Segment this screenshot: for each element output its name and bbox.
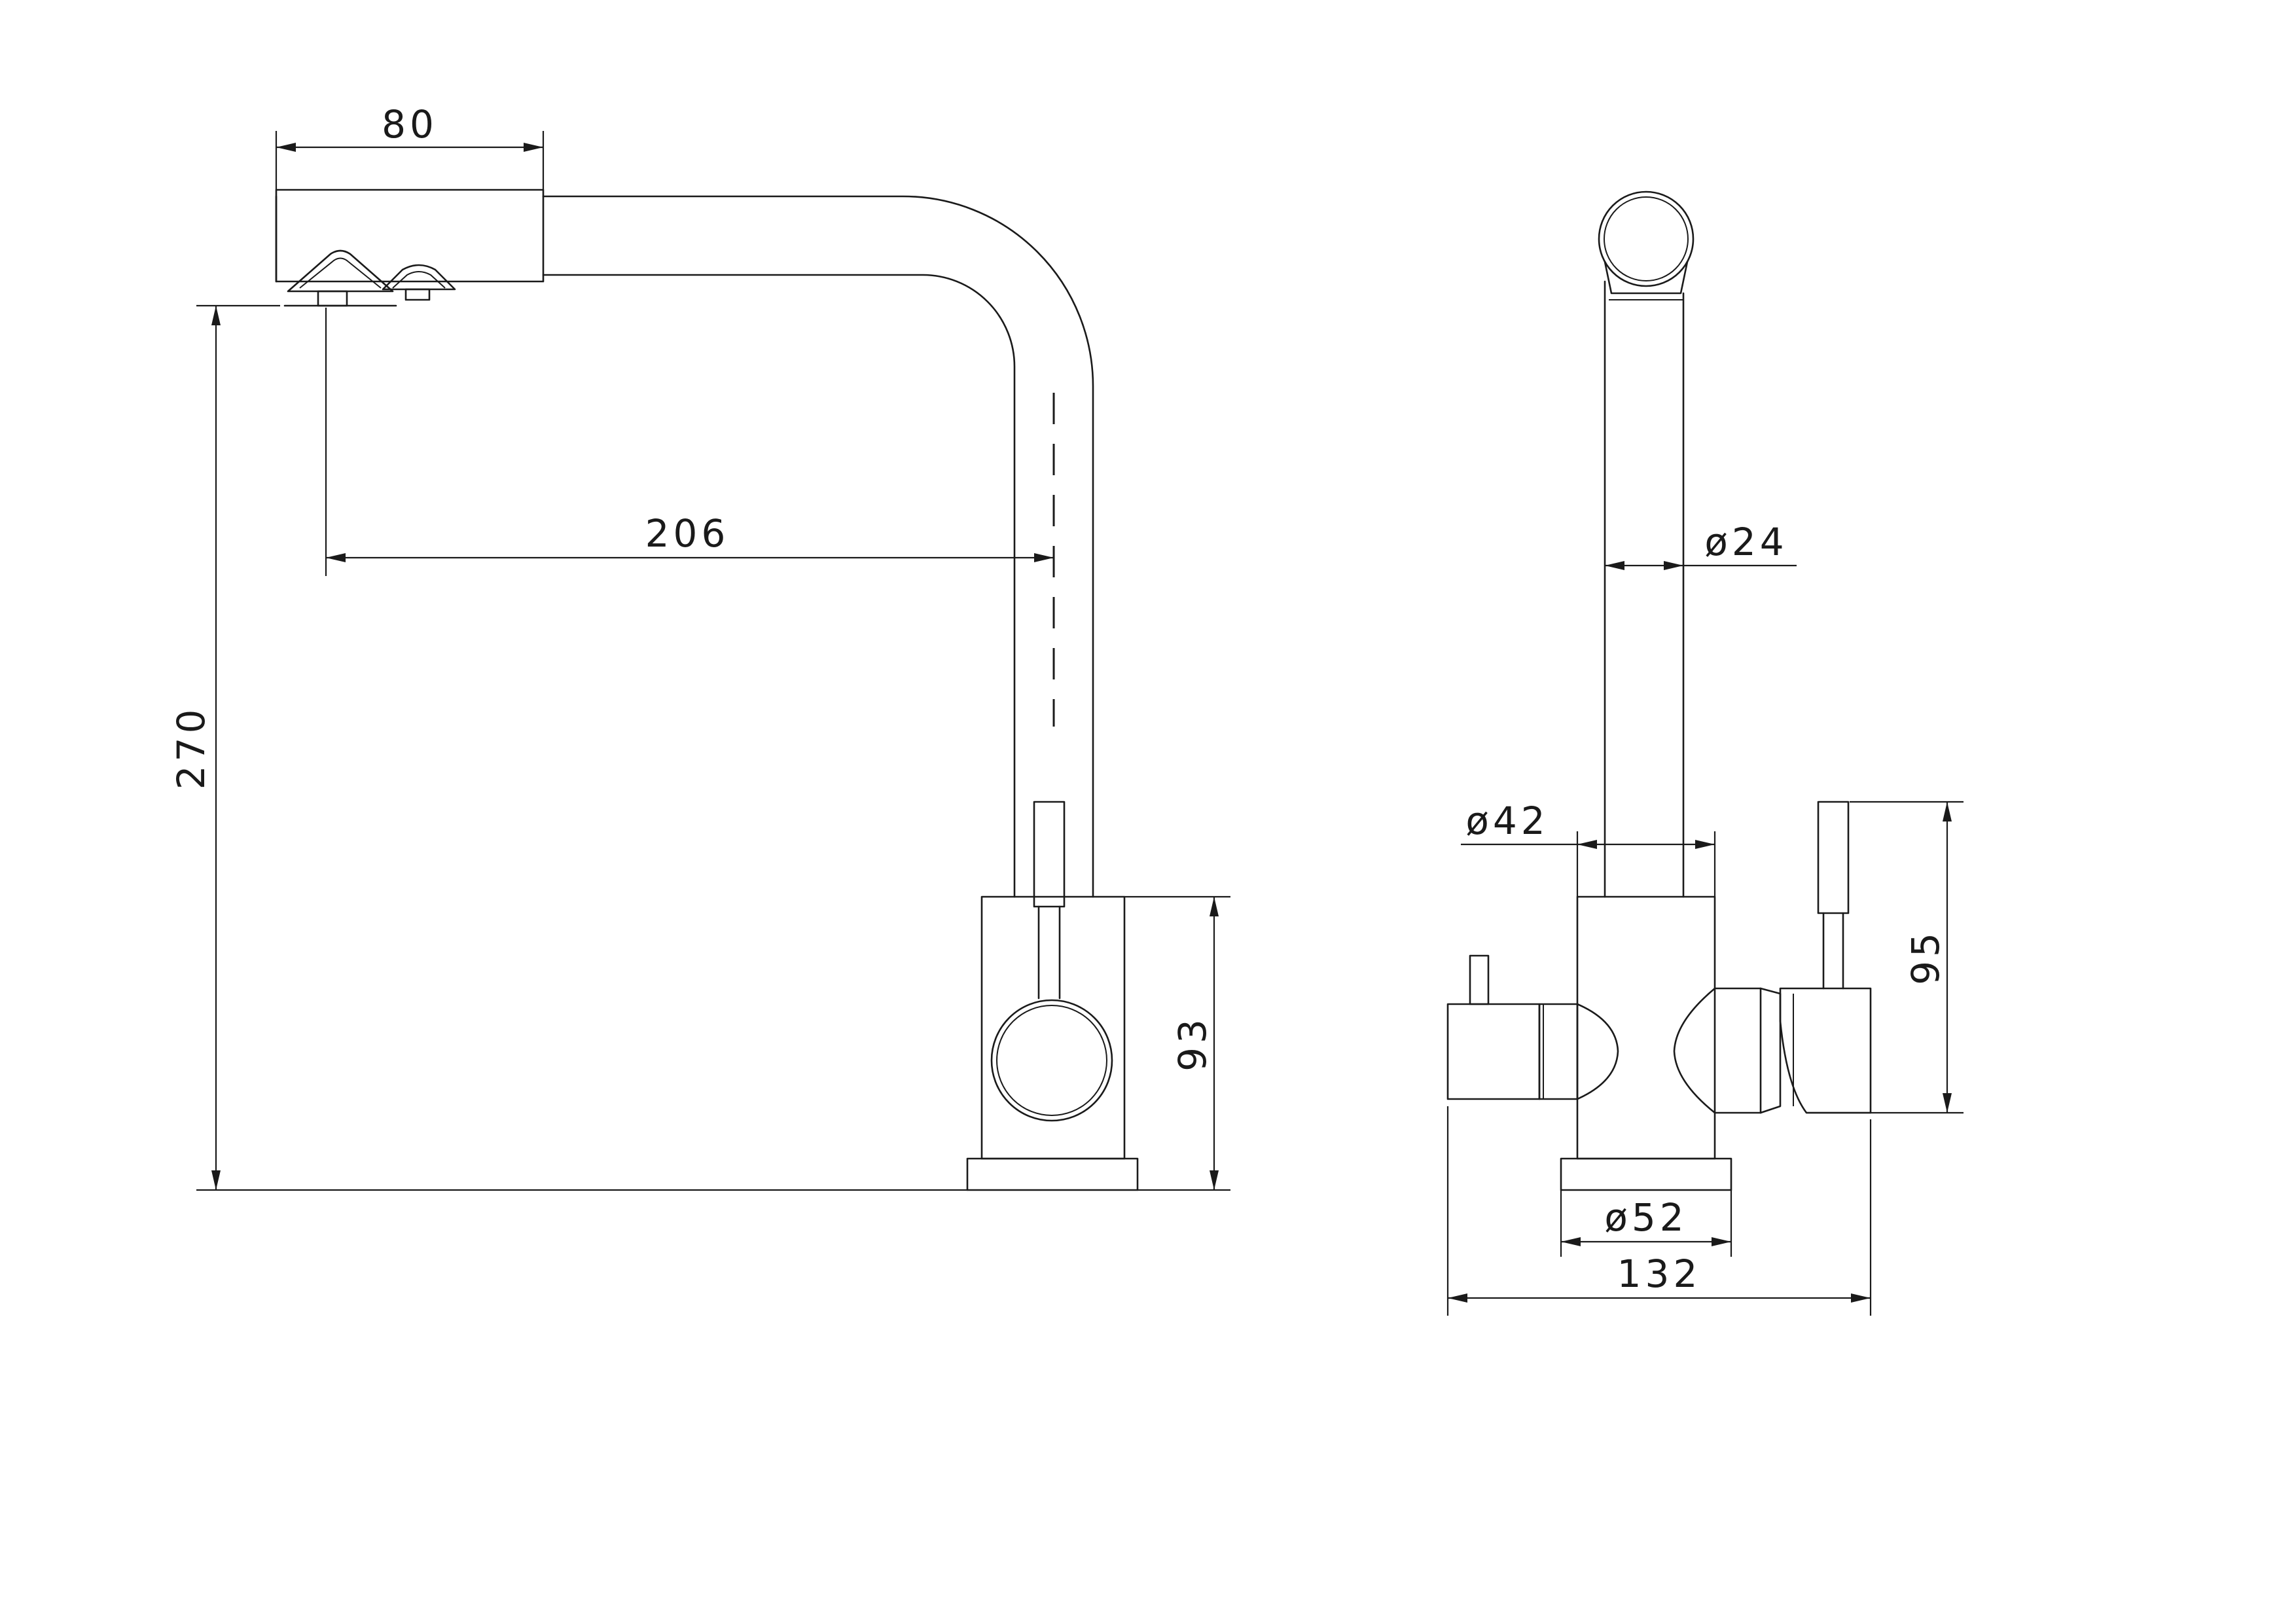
left-valve-collar [1576, 1003, 1619, 1100]
dimension-overall-width: 132 [1446, 1106, 1872, 1316]
spout-inner-edge [542, 274, 1016, 898]
dimension-lever-height: 95 [1806, 801, 1964, 1114]
front-base-plate [1560, 1157, 1732, 1191]
front-view: ø24 ø42 95 ø52 [1446, 190, 1964, 1316]
front-spout-neck [1604, 261, 1689, 295]
side-base-plate [966, 1157, 1139, 1191]
dimension-spout-diameter: ø24 [1605, 520, 1797, 570]
dimension-total-height: 270 [169, 304, 967, 1191]
left-valve-cap [1446, 1003, 1541, 1100]
dimension-reach-label: 206 [645, 511, 730, 556]
aerator-nozzle-small [404, 288, 431, 301]
right-valve-collar [1673, 987, 1762, 1114]
front-spout-head-inner [1604, 196, 1689, 281]
side-lever-knob-inner [996, 1005, 1107, 1116]
dimension-base-diameter: ø52 [1560, 1190, 1732, 1257]
dimension-body-height: 93 [1124, 895, 1230, 1191]
dimension-spout-diameter-label: ø24 [1704, 520, 1787, 564]
dimension-overall-width-label: 132 [1617, 1252, 1702, 1296]
aerator-outlet-large-inner [299, 257, 382, 289]
dimension-total-height-label: 270 [169, 706, 213, 790]
side-view: 80 206 270 93 [169, 102, 1230, 1191]
left-valve-sleeve [1538, 1003, 1579, 1100]
aerator-outlet-small [382, 264, 456, 291]
dimension-base-diameter-label: ø52 [1604, 1195, 1687, 1240]
front-lever-handle [1817, 801, 1850, 914]
spout-outer-edge [542, 195, 1094, 898]
dimension-body-diameter-label: ø42 [1465, 799, 1549, 843]
aerator-outlet-large [287, 249, 394, 293]
dimension-body-diameter: ø42 [1461, 799, 1716, 897]
dimension-reach: 206 [325, 308, 1054, 576]
right-valve-cap [1779, 987, 1872, 1114]
side-lever-handle [1033, 801, 1066, 908]
side-lever-knob [990, 999, 1113, 1122]
front-body [1576, 895, 1716, 1160]
dimension-body-height-label: 93 [1170, 1015, 1215, 1072]
front-spout-head [1598, 190, 1695, 287]
dimension-lever-height-label: 95 [1903, 929, 1948, 985]
dimension-head-width-label: 80 [382, 102, 438, 147]
spout-head [275, 189, 545, 283]
left-valve-pin [1469, 954, 1490, 1005]
right-valve-neck [1759, 987, 1782, 1114]
aerator-outlet-small-inner [392, 271, 446, 289]
aerator-nozzle-large [317, 290, 348, 307]
dimension-head-width: 80 [275, 102, 545, 190]
